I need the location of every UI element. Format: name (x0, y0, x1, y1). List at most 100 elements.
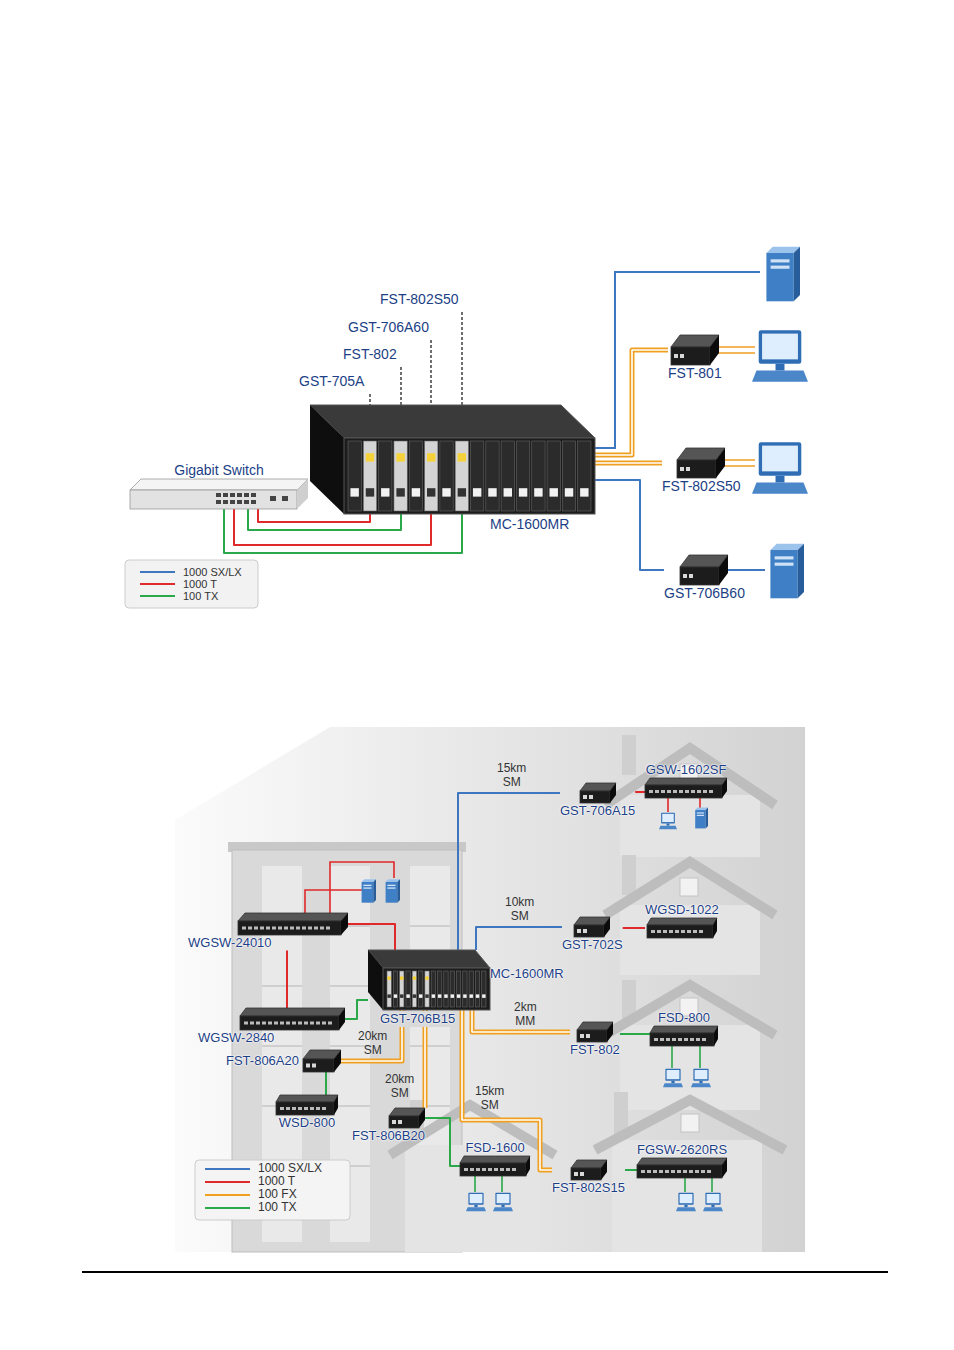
device-port (506, 1168, 510, 1171)
slot-port (381, 488, 389, 496)
slot-led (427, 453, 435, 461)
network-link (287, 951, 288, 1008)
legend-text: 1000 T (183, 578, 217, 590)
device-port (696, 1038, 700, 1041)
device-top (577, 1022, 613, 1030)
device-node: Gigabit Switch (130, 462, 308, 509)
device-top (130, 479, 308, 490)
device-port (244, 500, 249, 504)
device-port (470, 1168, 474, 1171)
device-port (244, 493, 249, 497)
conv-graphic (577, 1022, 613, 1042)
device-port (651, 930, 655, 933)
device-port (678, 1038, 682, 1041)
link-line (595, 350, 668, 455)
device-node: FST-802S15 (552, 1160, 625, 1196)
device-port (687, 930, 691, 933)
slot-port (482, 994, 485, 997)
legend-box (125, 560, 258, 608)
device-front (574, 925, 604, 937)
legend-swatch (205, 1181, 250, 1183)
device-node: FSD-1600 (460, 1140, 530, 1176)
slot-port (458, 488, 466, 496)
device-front (580, 791, 610, 803)
device-node: FSD-800 (650, 1010, 718, 1046)
device-label: FST-806B20 (352, 1128, 425, 1144)
device-port (298, 1107, 302, 1110)
device-port (674, 354, 678, 358)
link-line (623, 927, 645, 929)
slot-port (412, 488, 420, 496)
device-side (334, 1095, 338, 1115)
device-port (661, 790, 665, 793)
device-port (216, 493, 221, 497)
device-port (574, 1172, 578, 1176)
device-port (286, 1107, 290, 1110)
device-port (392, 1120, 396, 1124)
chassis-slot (475, 971, 479, 1007)
switch-graphic (645, 778, 727, 798)
device-port (248, 927, 252, 930)
slot-port (387, 994, 390, 997)
device-port (280, 1107, 284, 1110)
device-port (274, 1022, 278, 1025)
slot-port (580, 488, 588, 496)
slot-port (457, 994, 460, 997)
chassis-slot (532, 441, 545, 511)
link-line (635, 791, 645, 793)
slot-port (534, 488, 542, 496)
campus-end-devices (466, 1193, 486, 1211)
houses (680, 878, 698, 896)
chassis-slot (419, 971, 423, 1007)
device-port (683, 574, 687, 578)
device-side (334, 1050, 341, 1072)
top-end-devices (752, 330, 808, 382)
chassis-side (310, 405, 344, 514)
device-label: FGSW-2620RS (637, 1142, 727, 1158)
device-port (657, 930, 661, 933)
campus-wires (672, 1044, 700, 1068)
device-port (260, 927, 264, 930)
conv-graphic (389, 1108, 425, 1128)
device-port (701, 1170, 705, 1173)
slot-port (366, 488, 374, 496)
device-port (262, 1022, 266, 1025)
device-node: FGSW-2620RS (637, 1142, 727, 1178)
link-line (476, 927, 562, 950)
device-port (681, 930, 685, 933)
chassis-slot (409, 441, 422, 511)
device-port (292, 1107, 296, 1110)
campus-end-devices (691, 1069, 711, 1087)
device-front (671, 347, 710, 365)
device-port (237, 500, 242, 504)
link-line (348, 924, 395, 950)
legend-row: 100 TX (205, 1201, 296, 1214)
device-node: FST-802S50 (662, 448, 741, 495)
device-node: FST-801 (668, 335, 722, 382)
chassis-slot (425, 441, 438, 511)
legend-swatch (140, 595, 175, 597)
device-top (571, 1160, 607, 1168)
device-port (296, 927, 300, 930)
campus-end-devices (703, 1193, 723, 1211)
device-front (240, 1016, 339, 1030)
device-side (419, 1108, 425, 1128)
gswitch-graphic (130, 479, 308, 509)
slot-port (400, 994, 403, 997)
device-port (665, 1170, 669, 1173)
device-label: GST-702S (562, 937, 623, 953)
device-port (580, 1034, 584, 1038)
switch-graphic (650, 1026, 718, 1046)
device-port (237, 493, 242, 497)
device-node: GST-706A15 (560, 783, 635, 819)
device-label: FSD-1600 (460, 1140, 530, 1156)
slot-port (413, 994, 416, 997)
chassis-slot (562, 441, 575, 511)
campus-end-devices (695, 808, 708, 829)
houses (405, 1145, 540, 1252)
chassis-slot (438, 971, 442, 1007)
device-port (666, 1038, 670, 1041)
top-end-devices (766, 247, 800, 302)
legend-text: 1000 T (258, 1175, 295, 1188)
device-port (251, 500, 256, 504)
